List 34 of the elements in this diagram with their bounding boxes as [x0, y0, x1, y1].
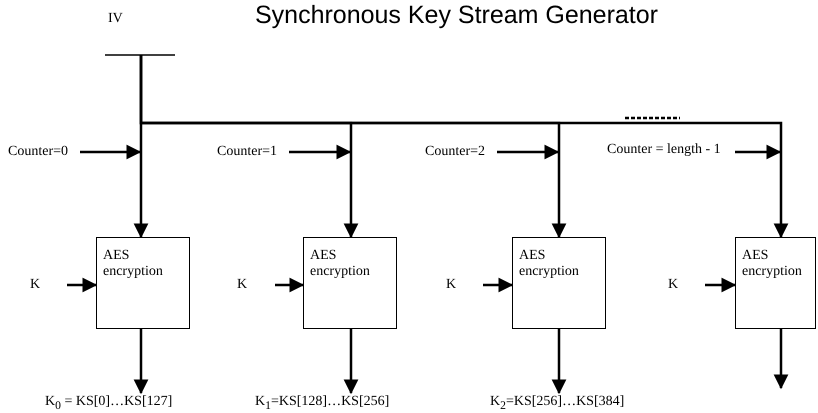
arrow	[67, 278, 98, 292]
diagram-title: Synchronous Key Stream Generator	[255, 1, 658, 30]
process-box	[512, 237, 606, 329]
node-label: Counter = length - 1	[607, 143, 721, 157]
arrow	[705, 278, 736, 292]
arrow	[497, 144, 560, 160]
node-label: K	[446, 278, 456, 292]
arrow	[134, 329, 148, 394]
node-label: K	[237, 278, 248, 292]
arrow	[483, 278, 514, 292]
process-label: AES encryption	[519, 248, 580, 280]
node-label: K$_{2}$=KS[256]…KS[384]	[490, 395, 624, 412]
node-label: K	[668, 278, 678, 292]
process-label: AES encryption	[742, 248, 803, 280]
process-box	[96, 237, 190, 329]
arrow	[289, 144, 352, 160]
node-label: K	[30, 278, 40, 292]
process-box	[303, 237, 397, 329]
process-label: AES encryption	[310, 248, 371, 280]
node-label: IV	[108, 12, 123, 26]
arrow	[275, 278, 304, 292]
arrow	[140, 55, 788, 238]
process-label: AES encryption	[103, 248, 164, 280]
arrow	[80, 144, 142, 160]
process-box	[735, 237, 816, 329]
node-label: Counter=2	[425, 145, 485, 159]
arrow	[774, 329, 788, 390]
node-label: Counter=0	[8, 145, 68, 159]
arrow	[344, 329, 358, 394]
node-label: K$_{0}$ = KS[0]…KS[127]	[45, 395, 172, 412]
arrow	[552, 329, 566, 394]
node-label: Counter=1	[217, 145, 277, 159]
node-label: K$_{1}$=KS[128]…KS[256]	[255, 395, 390, 412]
arrow	[735, 144, 782, 160]
